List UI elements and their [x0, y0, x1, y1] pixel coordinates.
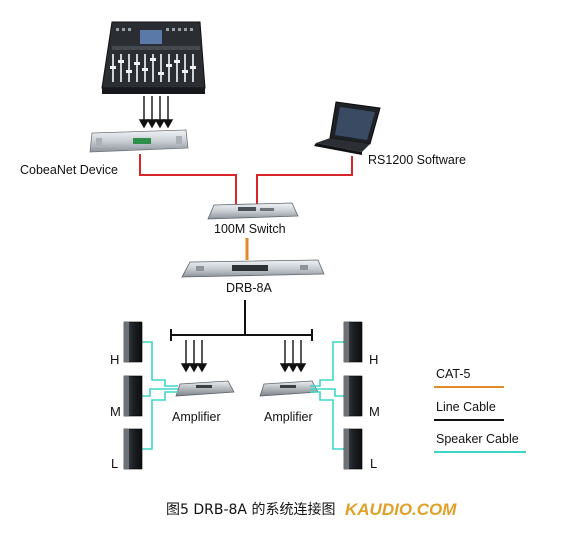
- legend-line-cable-label: Line Cable: [436, 400, 496, 414]
- left-speaker-l-label: L: [111, 456, 118, 471]
- right-mid-speaker-icon: [343, 375, 363, 417]
- right-amplifier-icon: [259, 380, 319, 397]
- console-line-cables: [138, 96, 174, 129]
- line-cable-tree: [170, 300, 313, 341]
- left-amp-inputs: [180, 340, 208, 373]
- left-low-speaker-icon: [123, 428, 143, 470]
- right-speaker-l-label: L: [370, 456, 377, 471]
- legend: CAT-5 Line Cable Speaker Cable: [434, 367, 526, 453]
- right-speaker-h-label: H: [369, 352, 378, 367]
- left-speaker-cables: [141, 341, 178, 450]
- left-amplifier-icon: [175, 380, 235, 397]
- left-speaker-m-label: M: [110, 404, 121, 419]
- switch-label: 100M Switch: [214, 222, 286, 236]
- cobeanet-to-switch-link: [139, 154, 237, 204]
- watermark: KAUDIO.COM: [345, 500, 457, 519]
- legend-cat5-label: CAT-5: [436, 367, 471, 381]
- left-high-speaker-icon: [123, 321, 143, 363]
- legend-speaker-cable-label: Speaker Cable: [436, 432, 519, 446]
- laptop-to-switch-link: [256, 156, 353, 204]
- left-speaker-h-label: H: [110, 352, 119, 367]
- figure-caption: 图5 DRB-8A 的系统连接图: [166, 501, 335, 518]
- drb-label: DRB-8A: [226, 281, 273, 295]
- mixing-console-icon: [101, 21, 206, 94]
- right-amplifier-label: Amplifier: [264, 410, 313, 424]
- right-speaker-m-label: M: [369, 404, 380, 419]
- left-mid-speaker-icon: [123, 375, 143, 417]
- drb-8a-device-icon: [181, 259, 325, 278]
- right-low-speaker-icon: [343, 428, 363, 470]
- cobeanet-device-icon: [89, 129, 189, 153]
- right-amp-inputs: [279, 340, 307, 373]
- right-high-speaker-icon: [343, 321, 363, 363]
- left-amplifier-label: Amplifier: [172, 410, 221, 424]
- cobeanet-label: CobeaNet Device: [20, 163, 118, 177]
- rs1200-label: RS1200 Software: [368, 153, 466, 167]
- network-switch-icon: [207, 202, 299, 220]
- right-speaker-cables: [310, 341, 344, 450]
- laptop-icon: [314, 101, 381, 155]
